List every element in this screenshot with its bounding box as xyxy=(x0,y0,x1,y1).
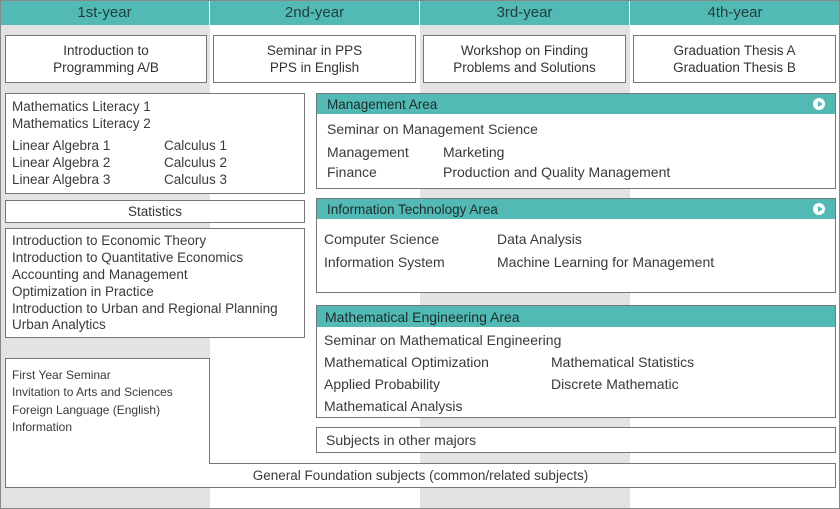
math-literacy-2: Mathematics Literacy 2 xyxy=(12,116,151,131)
math-eng-item-2: Mathematical Optimization xyxy=(324,354,489,370)
it-item-4: Machine Learning for Management xyxy=(497,254,715,270)
linear-algebra-1: Linear Algebra 1 xyxy=(12,138,111,153)
math-eng-area: Mathematical Engineering Area Seminar on… xyxy=(316,305,836,418)
math-eng-area-header: Mathematical Engineering Area xyxy=(317,306,835,327)
management-area: Management Area Seminar on Management Sc… xyxy=(316,93,836,189)
econ-box: Introduction to Economic Theory Introduc… xyxy=(5,228,305,338)
management-item-2: Management xyxy=(327,144,409,160)
math-eng-item-4: Applied Probability xyxy=(324,376,440,392)
it-item-1: Computer Science xyxy=(324,231,440,247)
core-box-3-line-2: Problems and Solutions xyxy=(453,60,596,75)
it-area: Information Technology Area Computer Sci… xyxy=(316,198,836,293)
econ-item-6: Urban Analytics xyxy=(12,317,106,332)
it-item-2: Data Analysis xyxy=(497,231,582,247)
calculus-3: Calculus 3 xyxy=(164,172,228,187)
play-icon[interactable] xyxy=(813,203,825,215)
core-box-3-line-1: Workshop on Finding xyxy=(460,43,589,58)
linear-algebra-2: Linear Algebra 2 xyxy=(12,155,111,170)
econ-item-3: Accounting and Management xyxy=(12,267,188,282)
math-literacy-1: Mathematics Literacy 1 xyxy=(12,99,151,114)
year-header-4: 4th-year xyxy=(630,0,840,25)
calculus-2: Calculus 2 xyxy=(164,155,228,170)
it-area-header[interactable]: Information Technology Area xyxy=(317,199,835,219)
econ-item-5: Introduction to Urban and Regional Plann… xyxy=(12,301,278,316)
math-eng-item-5: Discrete Mathematic xyxy=(551,376,679,392)
linear-algebra-3: Linear Algebra 3 xyxy=(12,172,111,187)
other-majors-box: Subjects in other majors xyxy=(316,427,836,453)
first-year-box: First Year Seminar Invitation to Arts an… xyxy=(5,358,210,464)
math-box: Mathematics Literacy 1 Mathematics Liter… xyxy=(5,93,305,194)
math-eng-item-6: Mathematical Analysis xyxy=(324,398,463,414)
core-box-2-line-1: Seminar in PPS xyxy=(266,43,363,58)
calculus-1: Calculus 1 xyxy=(164,138,228,153)
first-year-item-1: First Year Seminar xyxy=(12,368,111,382)
core-box-2: Seminar in PPS PPS in English xyxy=(213,35,416,83)
management-item-1: Seminar on Management Science xyxy=(327,121,538,137)
core-box-2-line-2: PPS in English xyxy=(269,60,360,75)
year-header-1: 1st-year xyxy=(0,0,209,25)
management-item-5: Production and Quality Management xyxy=(443,164,671,180)
econ-item-2: Introduction to Quantitative Economics xyxy=(12,250,244,265)
management-area-header[interactable]: Management Area xyxy=(317,94,835,114)
core-box-4-line-1: Graduation Thesis A xyxy=(673,43,796,58)
year-header-3: 3rd-year xyxy=(420,0,629,25)
math-eng-item-3: Mathematical Statistics xyxy=(551,354,695,370)
math-eng-item-1: Seminar on Mathematical Engineering xyxy=(324,332,562,348)
general-foundation-box: General Foundation subjects (common/rela… xyxy=(5,463,836,488)
econ-item-1: Introduction to Economic Theory xyxy=(12,233,207,248)
core-box-3: Workshop on Finding Problems and Solutio… xyxy=(423,35,626,83)
core-box-1-line-1: Introduction to xyxy=(63,43,149,58)
core-box-1-line-2: Programming A/B xyxy=(53,60,159,75)
management-area-title: Management Area xyxy=(327,96,438,112)
other-majors-label: Subjects in other majors xyxy=(326,432,477,448)
play-icon[interactable] xyxy=(813,98,825,110)
it-item-3: Information System xyxy=(324,254,445,270)
first-year-item-4: Information xyxy=(12,420,73,434)
it-area-title: Information Technology Area xyxy=(327,201,498,217)
statistics-box: Statistics xyxy=(5,200,305,223)
core-box-4: Graduation Thesis A Graduation Thesis B xyxy=(633,35,836,83)
math-eng-area-title: Mathematical Engineering Area xyxy=(325,308,520,325)
first-year-item-3: Foreign Language (English) xyxy=(12,403,161,417)
management-item-4: Finance xyxy=(327,164,377,180)
core-box-1: Introduction to Programming A/B xyxy=(5,35,207,83)
management-item-3: Marketing xyxy=(443,144,505,160)
general-foundation-label: General Foundation subjects (common/rela… xyxy=(252,468,589,483)
first-year-item-2: Invitation to Arts and Sciences xyxy=(12,385,173,399)
econ-item-4: Optimization in Practice xyxy=(12,284,154,299)
core-box-4-line-2: Graduation Thesis B xyxy=(673,60,796,75)
year-header-2: 2nd-year xyxy=(210,0,419,25)
